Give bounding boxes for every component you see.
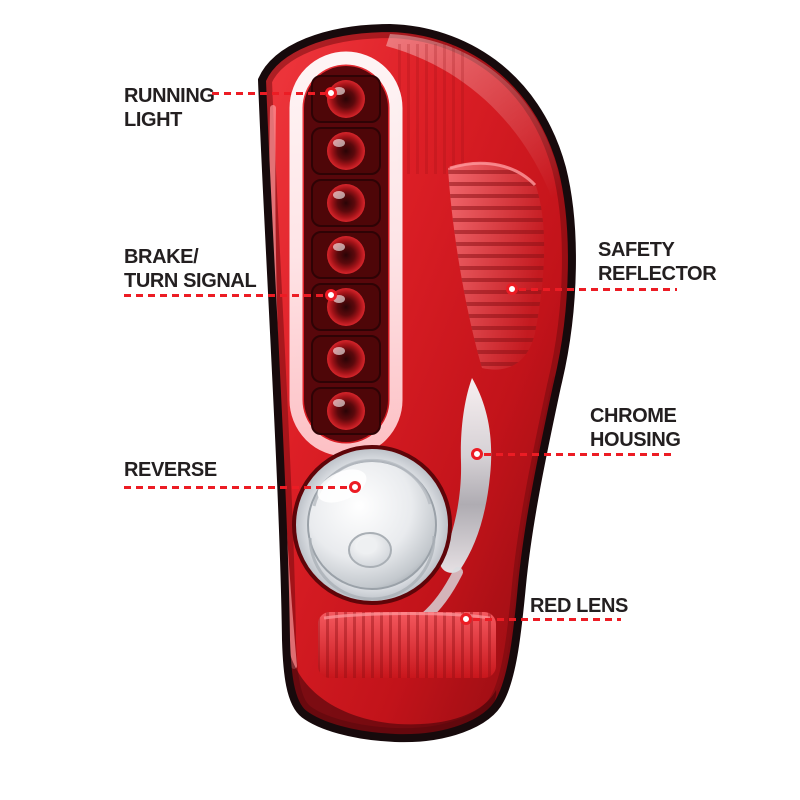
red-lens-strip <box>318 612 496 678</box>
red-lens-label-line1: RED LENS <box>530 595 628 617</box>
lens-flutes <box>398 44 468 174</box>
red-lens-leader-dot <box>460 613 472 625</box>
safety-reflector-label-line2: REFLECTOR <box>598 263 717 285</box>
chrome-housing-leader-line <box>484 453 676 456</box>
housing-outline <box>257 23 576 743</box>
led-array <box>304 66 388 442</box>
safety-reflector-leader-dot <box>506 283 518 295</box>
reverse-light <box>292 445 452 605</box>
brake-turn-signal-label: BRAKE/ TURN SIGNAL <box>124 245 257 293</box>
led-7 <box>311 387 381 435</box>
running-light-label: RUNNING LIGHT <box>124 84 215 132</box>
running-light-label-line1: RUNNING <box>124 85 215 107</box>
led-3 <box>311 179 381 227</box>
safety-reflector-label: SAFETY REFLECTOR <box>598 238 717 286</box>
brake-turn-signal-leader-dot <box>325 289 337 301</box>
red-lens-label: RED LENS <box>530 594 628 618</box>
reverse-label: REVERSE <box>124 458 217 482</box>
safety-reflector-leader-line <box>519 288 677 291</box>
reverse-label-line1: REVERSE <box>124 459 217 481</box>
running-light-leader-line <box>212 92 325 95</box>
safety-reflector-label-line1: SAFETY <box>598 239 675 261</box>
tail-light-illustration <box>257 23 576 743</box>
running-light-leader-dot <box>325 87 337 99</box>
brake-turn-signal-label-line2: TURN SIGNAL <box>124 270 257 292</box>
gloss-highlight <box>386 34 565 240</box>
running-light-label-line2: LIGHT <box>124 109 182 131</box>
bottom-shade <box>288 646 497 735</box>
reverse-leader-dot <box>349 481 361 493</box>
led-2 <box>311 127 381 175</box>
chrome-housing-label-line2: HOUSING <box>590 429 681 451</box>
brake-turn-signal-leader-line <box>124 294 325 297</box>
led-6 <box>311 335 381 383</box>
led-5 <box>311 283 381 331</box>
led-1 <box>311 75 381 123</box>
red-lens-leader-line <box>473 618 621 621</box>
brake-turn-signal-label-line1: BRAKE/ <box>124 246 199 268</box>
led-4 <box>311 231 381 279</box>
reverse-leader-line <box>124 486 349 489</box>
safety-reflector-panel <box>448 161 545 370</box>
chrome-housing-leader-dot <box>471 448 483 460</box>
chrome-housing-label: CHROME HOUSING <box>590 404 681 452</box>
chrome-housing-label-line1: CHROME <box>590 405 677 427</box>
